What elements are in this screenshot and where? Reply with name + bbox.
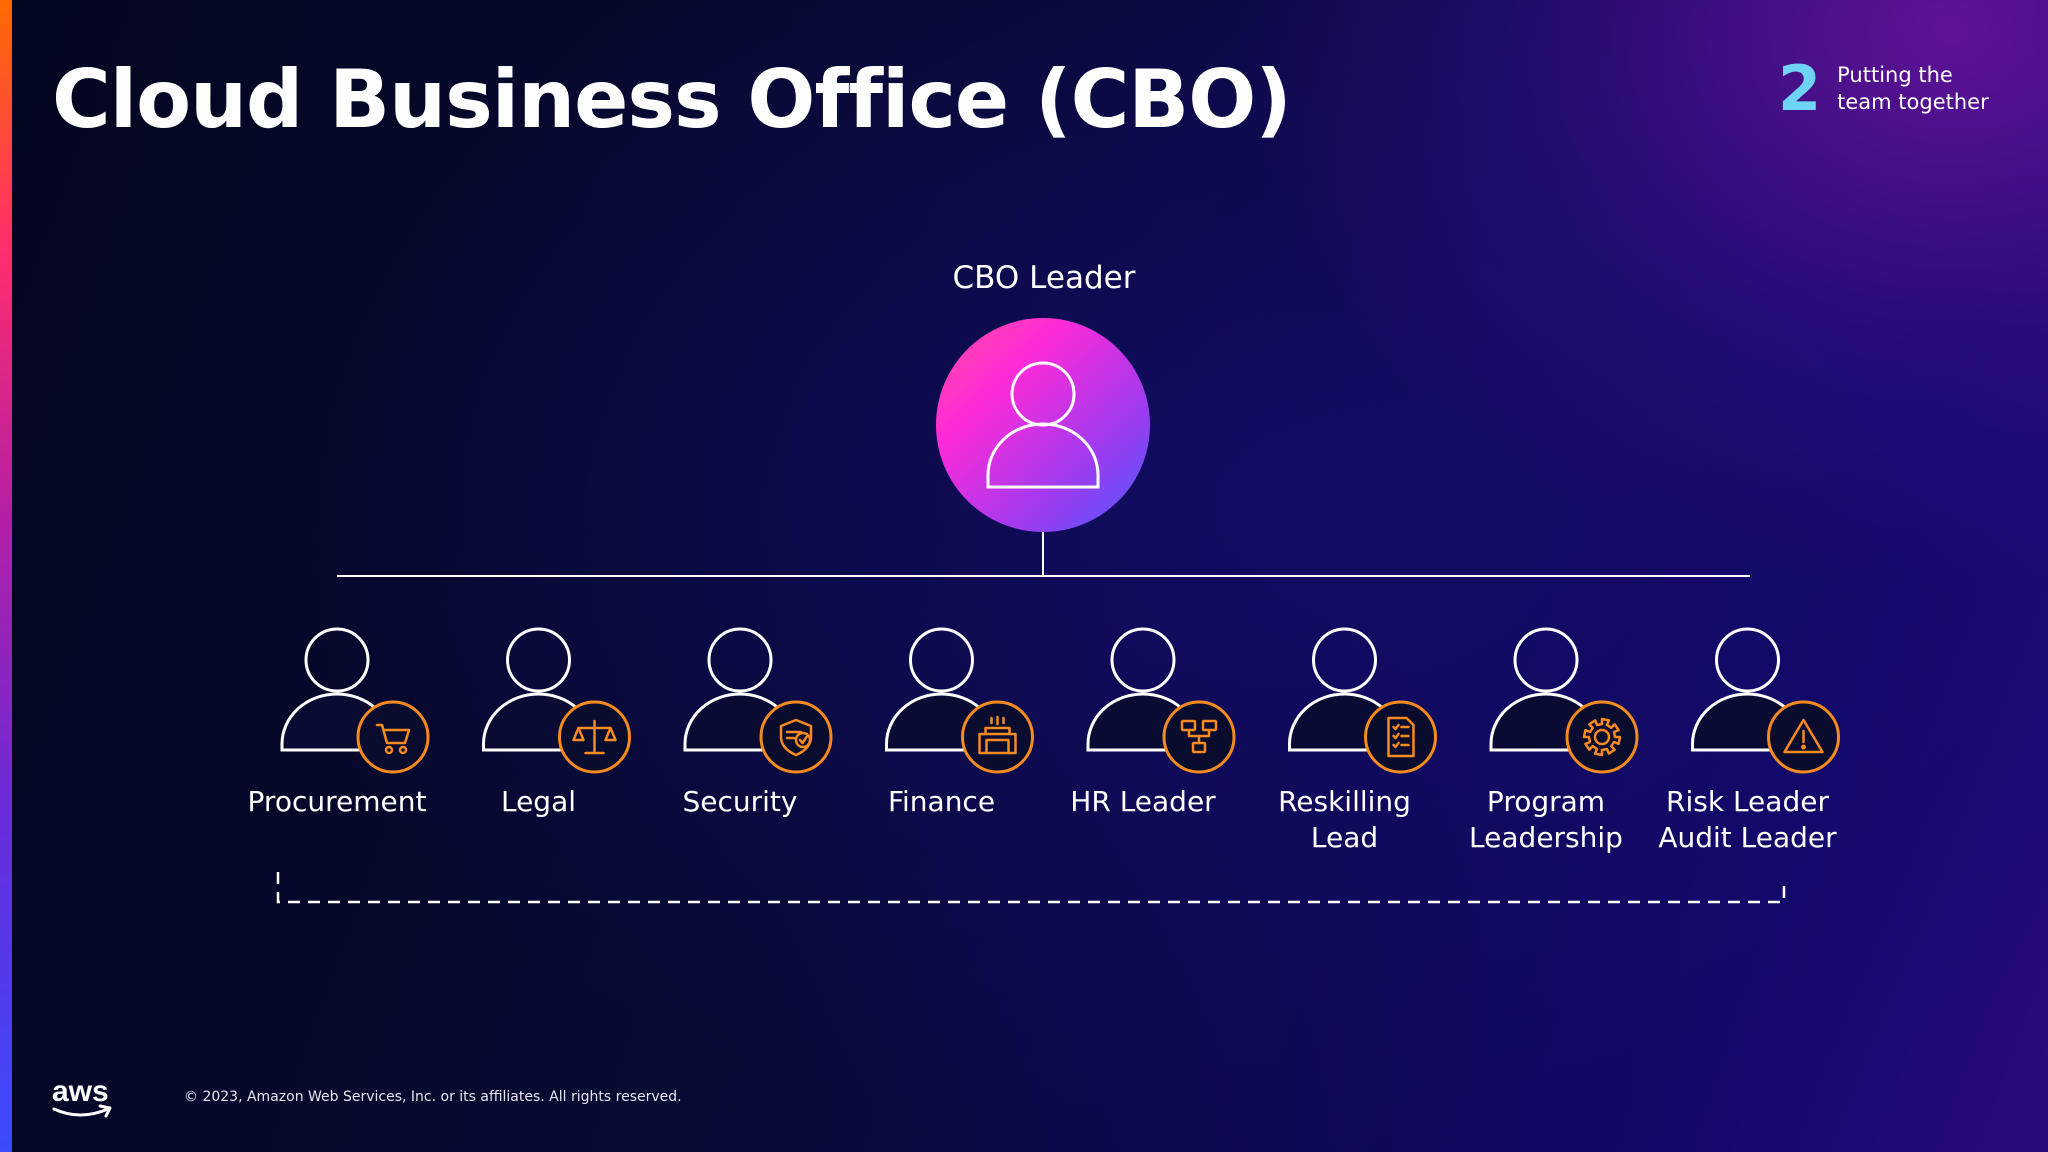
member-node — [1489, 627, 1639, 774]
role-badge — [558, 700, 631, 774]
bank-icon — [978, 715, 1017, 755]
role-badge — [1767, 700, 1840, 774]
shopping-cart-icon — [375, 723, 411, 755]
checklist-document-icon — [1387, 716, 1415, 758]
member-node — [280, 627, 430, 774]
member-node — [683, 627, 833, 774]
member-label: Legal — [500, 785, 577, 818]
org-chart-icon — [1180, 719, 1218, 754]
aws-logo-text: aws — [52, 1075, 109, 1108]
member-node — [1086, 627, 1236, 774]
section-marker: 2 Putting the team together — [1778, 58, 2007, 120]
aws-smile-icon — [52, 1107, 110, 1117]
leader-node — [936, 318, 1150, 532]
section-number: 2 — [1778, 52, 1822, 125]
slide-title: Cloud Business Office (CBO) — [52, 53, 1292, 146]
member-node — [482, 627, 631, 774]
member-node — [1288, 627, 1437, 774]
member-node — [1691, 627, 1840, 774]
gear-icon — [1582, 717, 1622, 757]
leader-label: CBO Leader — [952, 260, 1136, 296]
role-badge — [1565, 700, 1639, 774]
member-label: Procurement — [247, 785, 427, 818]
member-label: Risk Leader Audit Leader — [1658, 785, 1837, 854]
role-badge — [1364, 700, 1437, 774]
member-node — [885, 627, 1034, 774]
accent-bar — [0, 0, 12, 1152]
member-label: Program Leadership — [1469, 785, 1623, 854]
member-label: Security — [682, 785, 798, 818]
shield-check-icon — [779, 718, 813, 757]
member-label: Reskilling Lead — [1278, 785, 1411, 854]
warning-icon — [1783, 718, 1824, 754]
member-label: HR Leader — [1070, 785, 1216, 818]
copyright: © 2023, Amazon Web Services, Inc. or its… — [184, 1089, 682, 1105]
role-badge — [356, 700, 430, 774]
group-bracket — [276, 872, 1786, 904]
role-badge — [961, 700, 1034, 774]
role-badge — [1162, 700, 1236, 774]
scales-icon — [572, 719, 617, 755]
section-label: Putting the team together — [1837, 63, 1989, 114]
aws-logo: aws — [52, 1075, 112, 1118]
person-icon — [986, 361, 1100, 489]
member-label: Finance — [887, 785, 996, 818]
member-nodes — [280, 627, 1840, 774]
role-badge — [759, 700, 833, 774]
